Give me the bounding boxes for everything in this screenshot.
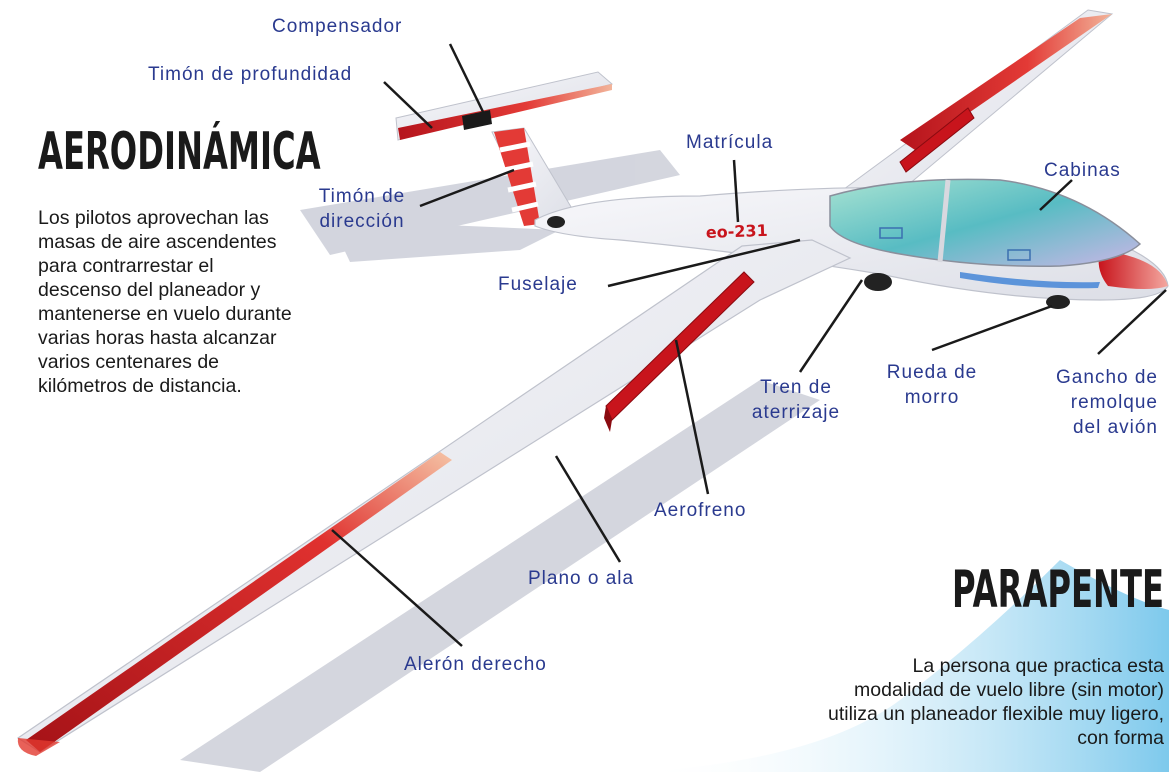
main-wheel xyxy=(864,273,892,291)
label-matricula: Matrícula xyxy=(686,132,774,153)
sky-background xyxy=(640,560,1169,772)
right-aileron xyxy=(26,452,452,752)
label-timon-direccion-line1: Timón de xyxy=(318,186,406,207)
label-fuselaje: Fuselaje xyxy=(498,274,578,295)
elevator xyxy=(398,84,612,140)
section-text-parapente: La persona que practica esta modalidad d… xyxy=(827,655,1164,749)
label-aleron-derecho: Alerón derecho xyxy=(404,654,547,675)
tail-wheel xyxy=(547,216,565,228)
leader-lines xyxy=(331,43,1167,647)
wing-tip xyxy=(17,738,60,756)
nose-cone xyxy=(1098,250,1168,289)
label-timon-profundidad: Timón de profundidad xyxy=(148,64,353,85)
label-cabinas: Cabinas xyxy=(1044,160,1121,181)
canopy-frame xyxy=(937,179,951,263)
label-tren-aterrizaje: Tren de aterrizaje xyxy=(740,375,852,425)
label-rueda-line2: morro xyxy=(904,387,960,408)
label-tren-line1: Tren de xyxy=(760,377,832,398)
instrument-panel-rear xyxy=(1007,249,1031,261)
label-rueda-morro: Rueda de morro xyxy=(880,360,984,410)
label-gancho-line2: remolque xyxy=(1070,392,1158,413)
label-rueda-line1: Rueda de xyxy=(886,362,978,383)
section-text-aerodinamica: Los pilotos aprovechan las masas de aire… xyxy=(38,207,292,397)
label-plano-ala: Plano o ala xyxy=(528,568,635,589)
label-gancho-line1: Gancho de xyxy=(1056,367,1158,388)
left-airbrake xyxy=(899,107,975,173)
right-airbrake xyxy=(604,271,755,432)
left-aileron xyxy=(900,14,1112,150)
registration-mark: eo-231 xyxy=(705,221,768,242)
canopy xyxy=(829,178,1142,267)
label-timon-direccion: Timón de dirección xyxy=(300,184,424,234)
label-tren-line2: aterrizaje xyxy=(751,402,841,423)
glider-shadow xyxy=(180,150,820,772)
instrument-panel xyxy=(879,227,903,239)
label-gancho-remolque: Gancho de remolque del avión xyxy=(1024,365,1158,440)
label-compensador: Compensador xyxy=(272,16,403,37)
label-aerofreno: Aerofreno xyxy=(654,500,747,521)
section-title-parapente: PARAPENTE xyxy=(952,560,1165,620)
label-timon-direccion-line2: dirección xyxy=(319,211,405,232)
section-title-aerodinamica: AERODINÁMICA xyxy=(38,122,321,182)
label-gancho-line3: del avión xyxy=(1072,417,1158,438)
fuselage-stripe xyxy=(960,272,1100,289)
rudder xyxy=(494,128,540,226)
nose-wheel xyxy=(1046,295,1070,309)
